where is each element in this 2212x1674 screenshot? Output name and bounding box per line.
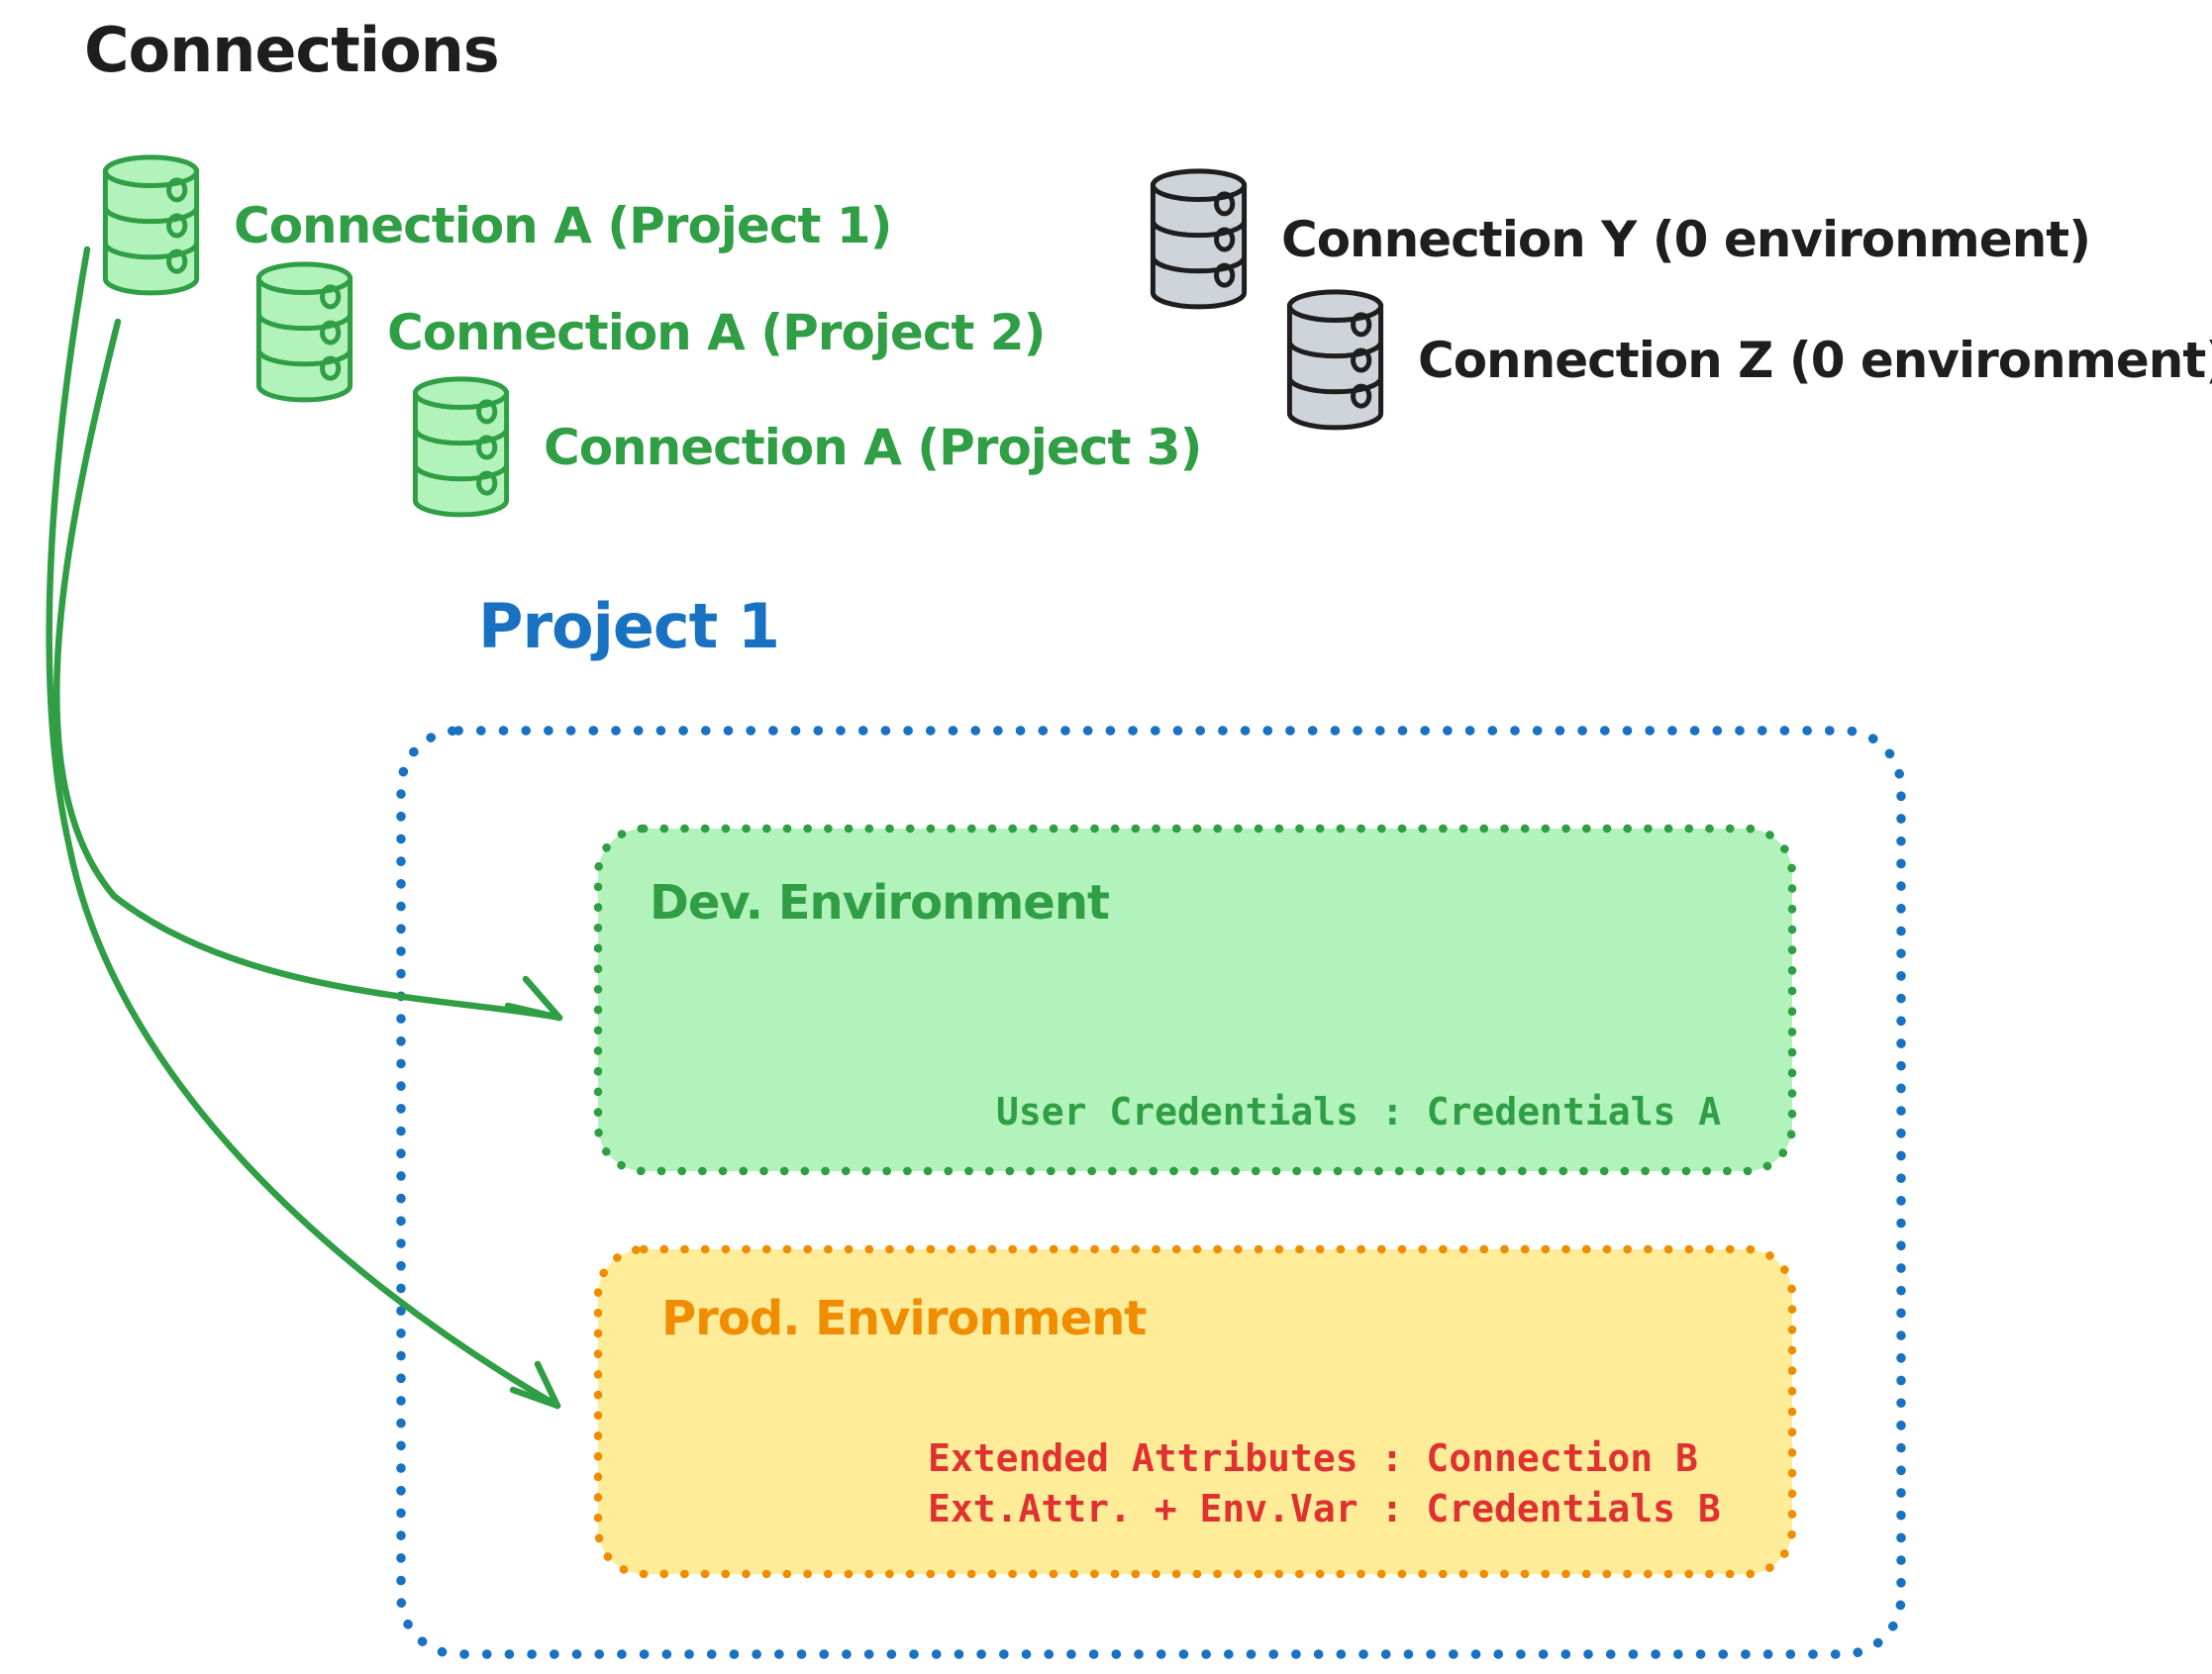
connections-title: Connections <box>84 14 500 86</box>
prod-credentials-mappings: Extended Attributes : Connection B Ext.A… <box>928 1433 1721 1534</box>
prod-environment-title: Prod. Environment <box>661 1291 1147 1346</box>
dev-environment-box <box>593 824 1797 1176</box>
prod-mapping-line-1: Extended Attributes : Connection B <box>928 1436 1698 1480</box>
connection-item-project-3: Connection A (Project 3) <box>404 372 1202 523</box>
dev-environment-title: Dev. Environment <box>650 875 1110 931</box>
prod-mapping-line-2: Ext.Attr. + Env.Var : Credentials B <box>928 1487 1721 1530</box>
connection-label: Connection A (Project 2) <box>387 304 1046 361</box>
arrow-to-dev-environment <box>53 318 563 1022</box>
connection-label: Connection Y (0 environment) <box>1281 211 2091 268</box>
database-icon <box>255 261 353 403</box>
database-icon <box>1286 289 1384 431</box>
database-icon <box>102 154 200 296</box>
dev-credentials-mapping: User Credentials : Credentials A <box>996 1090 1722 1133</box>
connection-item-project-2: Connection A (Project 2) <box>248 257 1046 408</box>
arrow-to-prod-environment <box>46 246 561 1410</box>
connection-item-project-1: Connection A (Project 1) <box>94 150 892 301</box>
connection-label: Connection A (Project 3) <box>544 419 1202 476</box>
project-1-container-box <box>396 726 1906 1659</box>
connection-item-z: Connection Z (0 environment) <box>1278 285 2212 436</box>
connection-label: Connection Z (0 environment) <box>1418 332 2212 389</box>
database-icon <box>412 376 510 518</box>
project-title: Project 1 <box>478 590 780 662</box>
prod-environment-box <box>593 1244 1797 1579</box>
connection-item-y: Connection Y (0 environment) <box>1142 164 2091 315</box>
database-icon <box>1150 168 1248 310</box>
connection-label: Connection A (Project 1) <box>234 197 892 254</box>
